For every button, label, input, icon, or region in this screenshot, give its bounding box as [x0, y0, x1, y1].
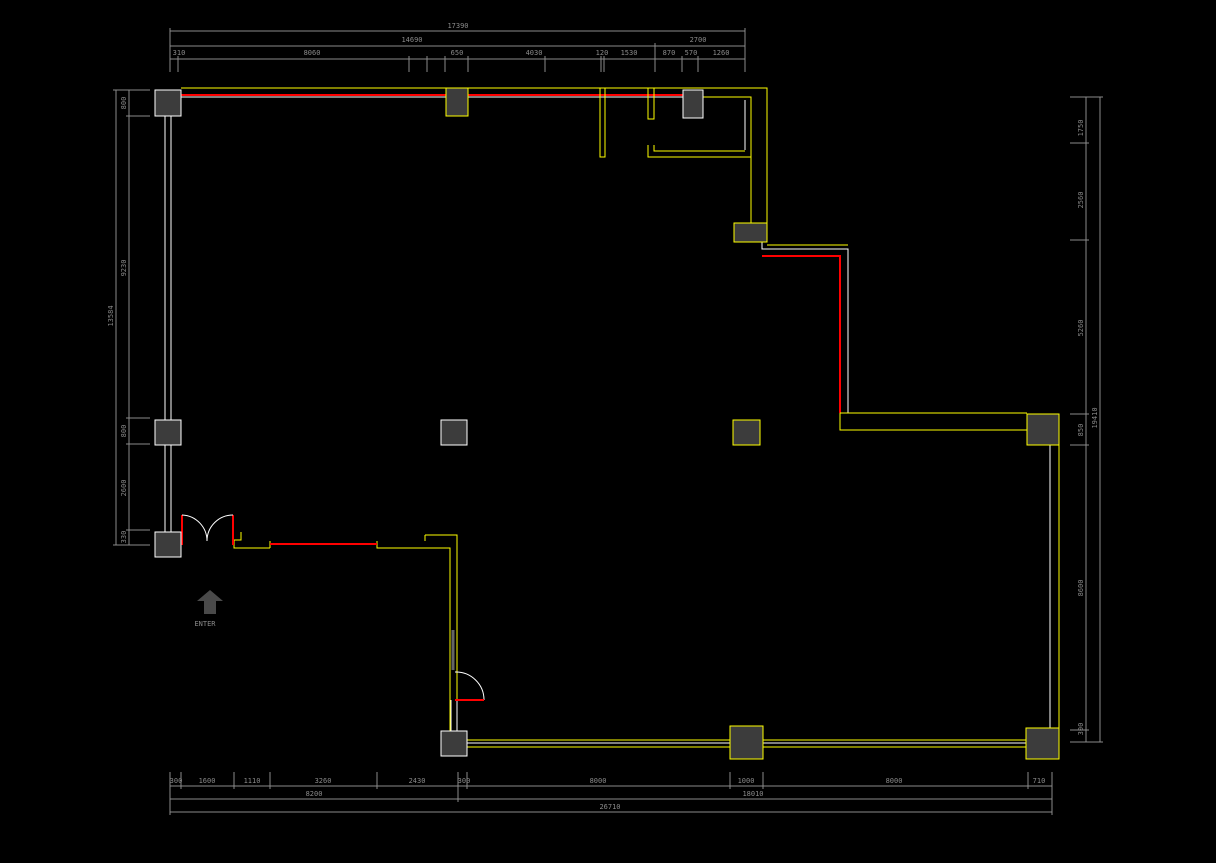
dim-top-seg: 570 [685, 49, 698, 57]
dim-left-total: 13584 [107, 305, 115, 326]
dim-bottom-seg: 1600 [199, 777, 216, 785]
dim-left-seg: 9230 [120, 260, 128, 277]
column [440, 730, 468, 757]
entrance-door[interactable] [181, 514, 234, 545]
dim-right-seg: 300 [1077, 723, 1085, 736]
dim-bottom-seg: 2430 [409, 777, 426, 785]
enter-marker: ENTER [194, 590, 223, 628]
dim-right-seg: 2560 [1077, 192, 1085, 209]
dim-bottom-seg: 710 [1033, 777, 1046, 785]
dim-bottom-seg: 8000 [590, 777, 607, 785]
dim-top-seg: 870 [663, 49, 676, 57]
dim-top-seg: 1260 [713, 49, 730, 57]
bottom-dimensions: 300 1600 1110 3260 2430 300 8000 1000 80… [169, 772, 1053, 815]
dim-top-seg: 120 [596, 49, 609, 57]
dim-left-seg: 800 [120, 425, 128, 438]
walls [158, 87, 1060, 748]
dim-right-total: 19410 [1091, 407, 1099, 428]
arrow-up-icon [197, 590, 223, 614]
dim-bottom-seg: 3260 [315, 777, 332, 785]
side-door[interactable] [454, 671, 485, 701]
dim-top-total: 17390 [447, 22, 468, 30]
dim-top-sub: 2700 [690, 36, 707, 44]
column [729, 725, 764, 760]
column [154, 419, 182, 446]
right-dimensions: 1750 2560 5260 850 8600 300 19410 [1070, 96, 1103, 743]
dim-bottom-sub: 18010 [742, 790, 763, 798]
top-dimensions: 17390 14690 2700 310 8060 650 4030 120 1… [169, 22, 746, 72]
column [154, 89, 182, 117]
dim-bottom-total: 26710 [599, 803, 620, 811]
dim-top-seg: 650 [451, 49, 464, 57]
column [445, 87, 469, 117]
dim-top-seg: 310 [173, 49, 186, 57]
dim-left-seg: 330 [120, 531, 128, 544]
enter-label: ENTER [194, 620, 216, 628]
dim-top-seg: 8060 [304, 49, 321, 57]
column [1026, 413, 1060, 446]
dim-right-seg: 8600 [1077, 580, 1085, 597]
dim-bottom-seg: 1000 [738, 777, 755, 785]
dim-right-seg: 5260 [1077, 320, 1085, 337]
dim-top-sub: 14690 [401, 36, 422, 44]
dim-bottom-seg: 1110 [244, 777, 261, 785]
dim-bottom-sub: 8200 [306, 790, 323, 798]
dim-top-seg: 4030 [526, 49, 543, 57]
dim-top-seg: 1530 [621, 49, 638, 57]
column [682, 89, 704, 119]
columns [154, 87, 1060, 760]
column [732, 419, 761, 446]
column [154, 531, 182, 558]
column [733, 222, 768, 243]
column [440, 419, 468, 446]
dim-left-seg: 2600 [120, 480, 128, 497]
left-dimensions: 13584 800 9230 800 2600 330 [107, 89, 150, 546]
column [1025, 727, 1060, 760]
dim-bottom-seg: 8000 [886, 777, 903, 785]
dim-bottom-seg: 300 [170, 777, 183, 785]
dim-left-seg: 800 [120, 97, 128, 110]
dim-right-seg: 1750 [1077, 120, 1085, 137]
dim-bottom-seg: 300 [458, 777, 471, 785]
dim-right-seg: 850 [1077, 424, 1085, 437]
